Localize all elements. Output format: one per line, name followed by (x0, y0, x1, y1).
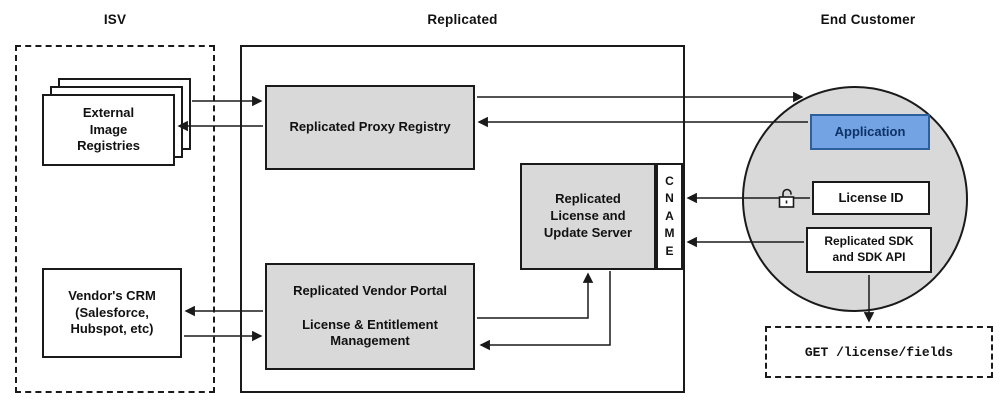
external-image-registries-box: External Image Registries (42, 94, 175, 166)
application-box: Application (810, 114, 930, 150)
unlock-icon (778, 188, 795, 208)
replicated-group-frame (240, 45, 685, 393)
license-id-box: License ID (812, 181, 930, 215)
get-license-fields-box: GET /license/fields (765, 326, 993, 378)
vendors-crm-box: Vendor's CRM (Salesforce, Hubspot, etc) (42, 268, 182, 358)
vendor-portal-box: Replicated Vendor Portal License & Entit… (265, 263, 475, 370)
replicated-header: Replicated (427, 12, 498, 27)
cname-box: C N A M E (656, 163, 683, 270)
end-customer-header: End Customer (820, 12, 916, 27)
isv-group-frame (15, 45, 215, 393)
replicated-sdk-box: Replicated SDK and SDK API (806, 227, 932, 273)
license-update-server-box: Replicated License and Update Server (520, 163, 656, 270)
isv-header: ISV (103, 12, 127, 27)
get-license-fields-label: GET /license/fields (804, 344, 954, 360)
proxy-registry-box: Replicated Proxy Registry (265, 85, 475, 170)
